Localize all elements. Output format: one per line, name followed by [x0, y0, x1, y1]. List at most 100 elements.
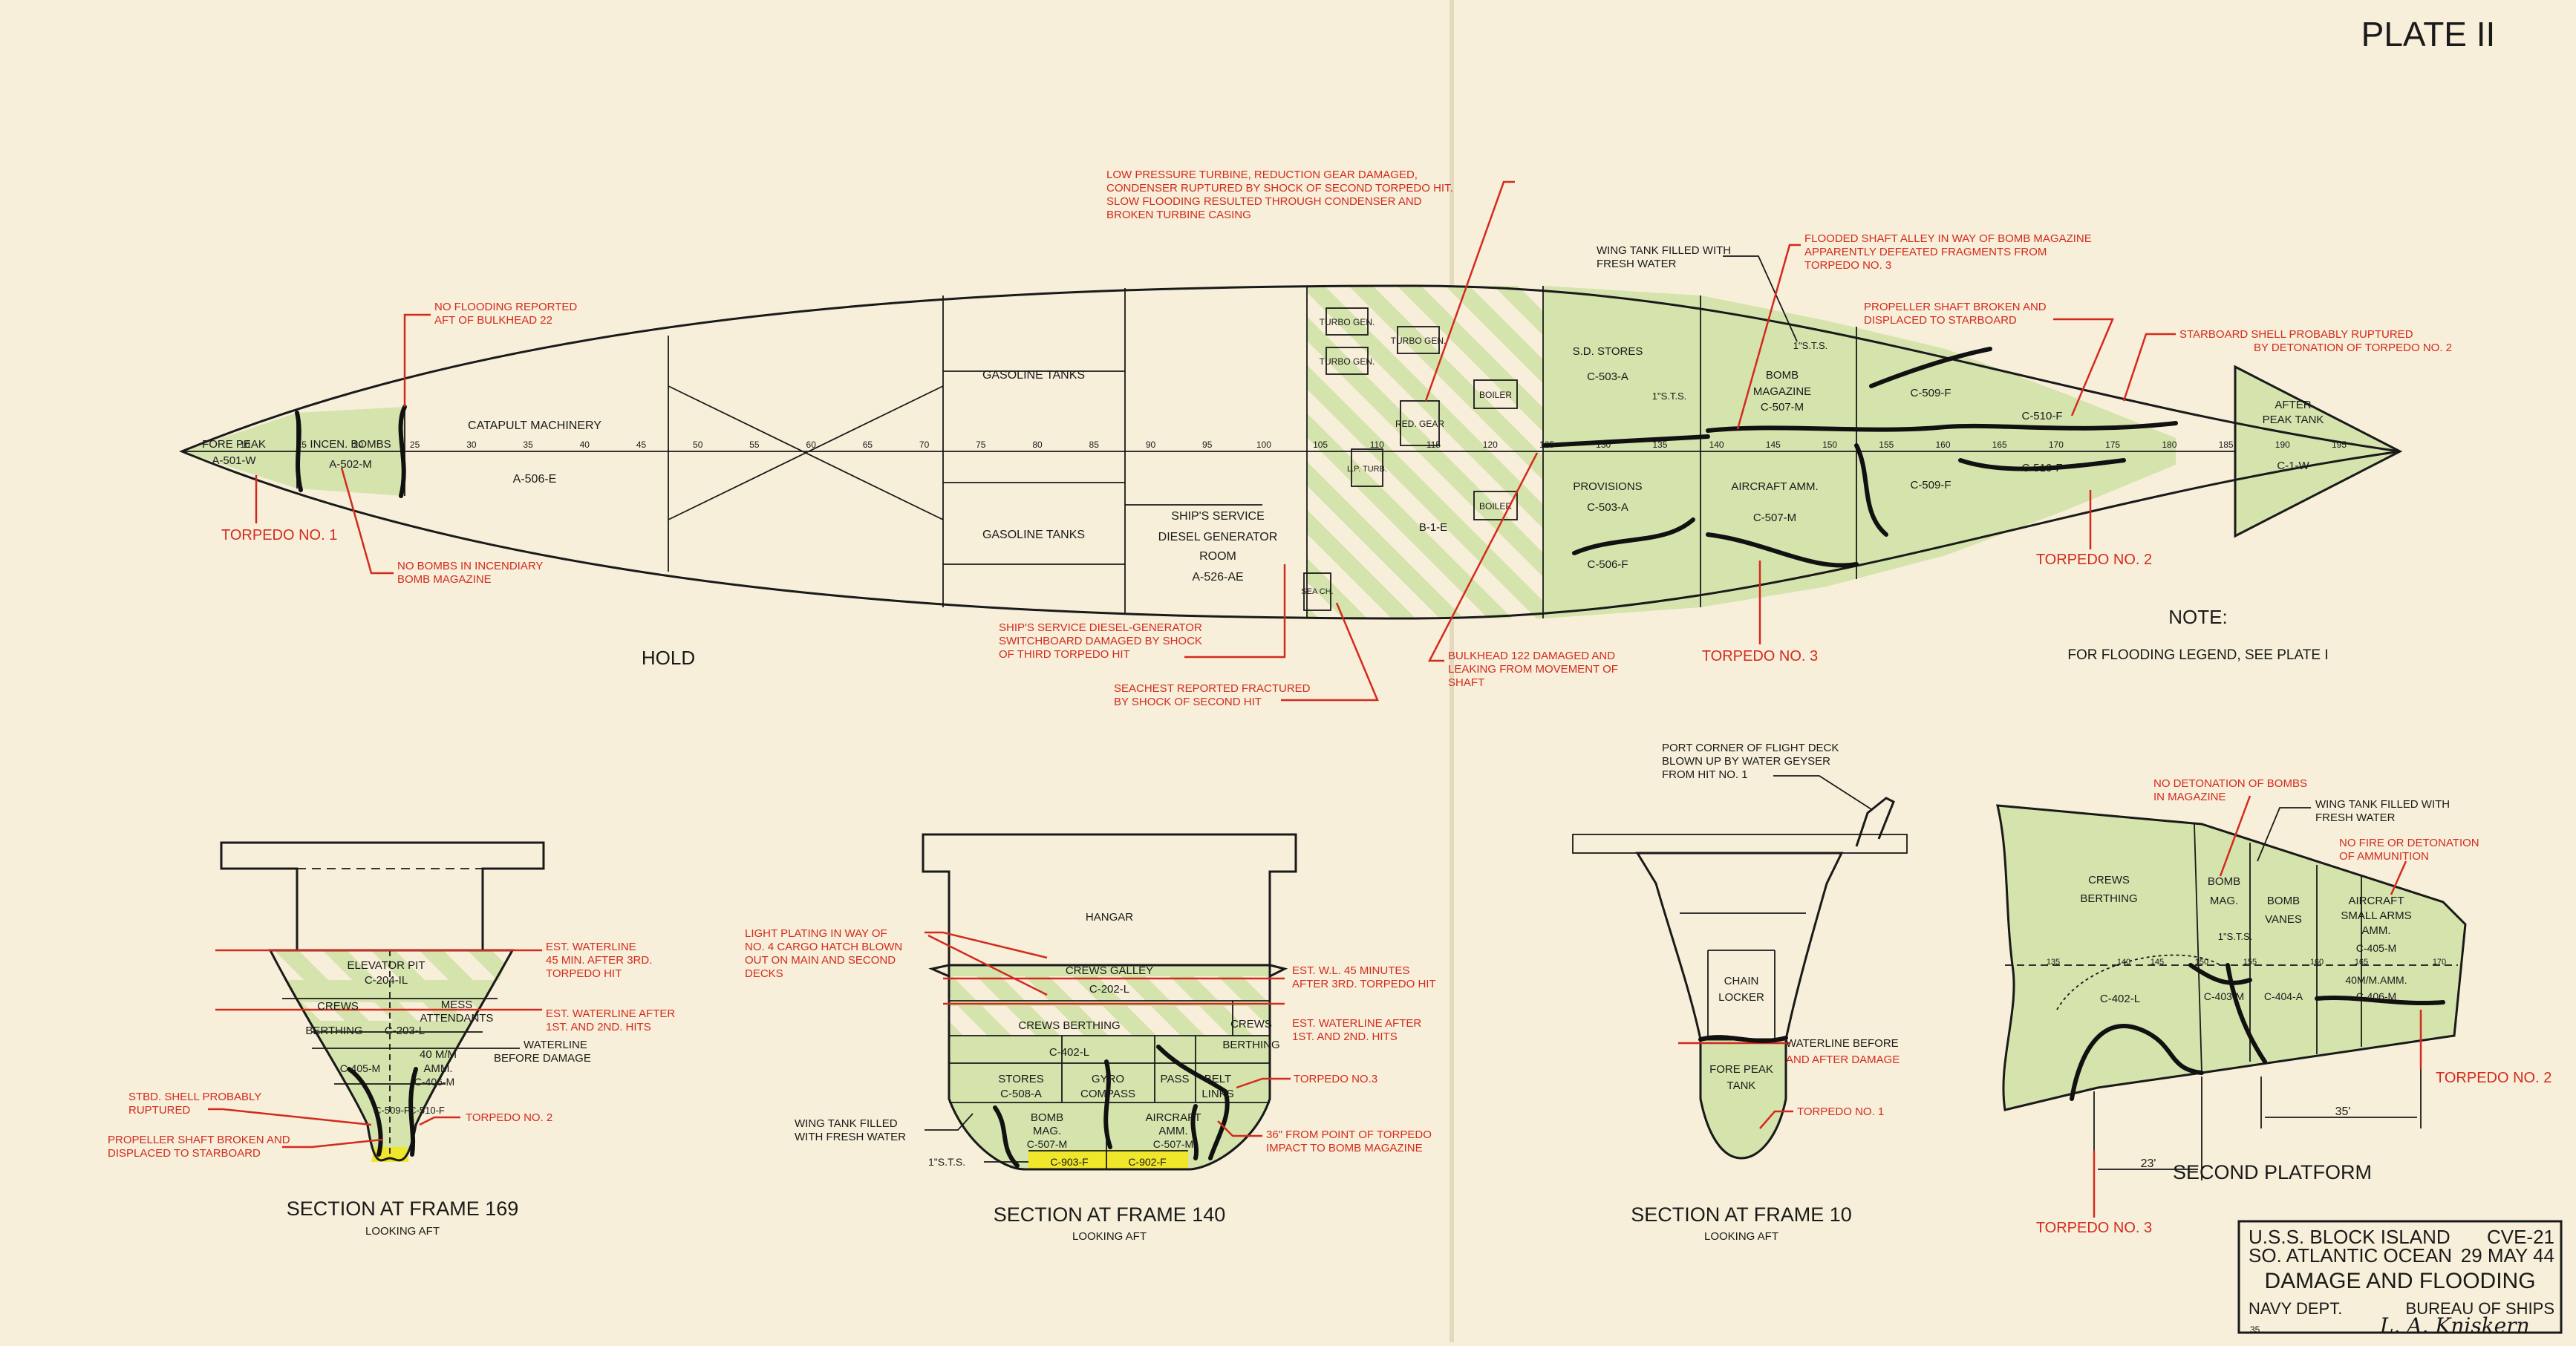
f140-bomb-1: BOMB — [1031, 1111, 1063, 1124]
f169-est-wl-b1: EST. WATERLINE AFTER — [546, 1007, 675, 1020]
provisions-id: C-503-A — [1587, 501, 1628, 514]
tb-date: 29 MAY 44 — [2461, 1244, 2554, 1267]
f10-wl-2: AND AFTER DAMAGE — [1786, 1053, 1900, 1066]
wing-tank-note-1: WING TANK FILLED WITH — [1597, 244, 1731, 257]
f169-berthing: BERTHING — [305, 1025, 362, 1037]
diesel-note-1: SHIP'S SERVICE DIESEL-GENERATOR — [999, 621, 1202, 634]
seachest-note-2: BY SHOCK OF SECOND HIT — [1114, 696, 1262, 708]
gasoline-tanks-top: GASOLINE TANKS — [982, 369, 1085, 382]
frame-number: 160 — [1935, 440, 1950, 450]
f169-est-wl-2: 45 MIN. AFTER 3RD. — [546, 954, 652, 967]
f169-est-wl-3: TORPEDO HIT — [546, 967, 622, 980]
f169-prop-1: PROPELLER SHAFT BROKEN AND — [108, 1134, 290, 1146]
sp-f170: 170 — [2433, 958, 2446, 967]
no-flooding-note-1: NO FLOODING REPORTED — [434, 301, 577, 313]
sp-no-det-1: NO DETONATION OF BOMBS — [2153, 777, 2307, 790]
f10-port-3: FROM HIT NO. 1 — [1662, 768, 1748, 781]
provisions-label: PROVISIONS — [1573, 480, 1642, 493]
f140-light-2: NO. 4 CARGO HATCH BLOWN — [745, 941, 902, 953]
frame-number: 185 — [2219, 440, 2234, 450]
incen-bombs-id: A-502-M — [329, 458, 372, 471]
f140-belt-2: LINKS — [1201, 1088, 1233, 1100]
sp-dim-35: 35' — [2335, 1105, 2351, 1118]
frame-number: 110 — [1370, 440, 1384, 450]
sp-wing-2: FRESH WATER — [2315, 811, 2396, 824]
f169-stbd-2: RUPTURED — [128, 1104, 191, 1117]
diesel-room-l1: SHIP'S SERVICE — [1171, 510, 1264, 523]
aircraft-amm-label: AIRCRAFT AMM. — [1731, 480, 1818, 493]
frame-number: 180 — [2162, 440, 2176, 450]
bomb-magazine-l1: BOMB — [1766, 369, 1799, 382]
f10-subtitle: LOOKING AFT — [1704, 1230, 1778, 1243]
frame-number: 80 — [1032, 440, 1043, 450]
f140-hangar: HANGAR — [1086, 911, 1133, 924]
torpedo-2-label: TORPEDO NO. 2 — [2036, 552, 2152, 568]
frame-number: 45 — [636, 440, 647, 450]
f140-light-1: LIGHT PLATING IN WAY OF — [745, 927, 887, 940]
frame-number: 50 — [693, 440, 703, 450]
catapult-id: A-506-E — [513, 473, 557, 486]
diesel-room-id: A-526-AE — [1192, 571, 1243, 584]
elevator-pit: ELEVATOR PIT — [347, 959, 425, 972]
frame-number: 75 — [976, 440, 986, 450]
f140-est-1: EST. W.L. 45 MINUTES — [1292, 964, 1409, 977]
lp-note-3: SLOW FLOODING RESULTED THROUGH CONDENSER… — [1106, 195, 1422, 208]
sp-no-det-2: IN MAGAZINE — [2153, 791, 2226, 803]
f140-est-b1: EST. WATERLINE AFTER — [1292, 1017, 1421, 1030]
sp-dim-23: 23' — [2141, 1157, 2156, 1170]
no-bombs-note-1: NO BOMBS IN INCENDIARY — [397, 560, 543, 572]
f10-chain-2: LOCKER — [1718, 991, 1764, 1004]
f10-wl-1: WATERLINE BEFORE — [1786, 1037, 1899, 1050]
title-block: U.S.S. BLOCK ISLAND CVE-21 SO. ATLANTIC … — [2237, 1220, 2563, 1338]
frame-number: 90 — [1146, 440, 1156, 450]
f10-fore-1: FORE PEAK — [1709, 1063, 1773, 1076]
sp-vanes-2: VANES — [2265, 913, 2302, 926]
frame-number: 190 — [2275, 440, 2290, 450]
f140-est-b2: 1ST. AND 2ND. HITS — [1292, 1030, 1398, 1043]
section-frame-140: HANGAR CREWS GALLEY C-202-L CREWS BERTHI… — [745, 833, 1436, 1243]
f140-air-id: C-507-M — [1153, 1138, 1193, 1150]
f169-amm-1: 40 M/M — [420, 1048, 457, 1061]
sp-air-1: AIRCRAFT — [2349, 895, 2404, 907]
f140-c202: C-202-L — [1089, 983, 1129, 996]
f140-crews-berthing: CREWS BERTHING — [1018, 1019, 1120, 1032]
f140-c508: C-508-A — [1000, 1088, 1042, 1100]
c510-top: C-510-F — [2021, 410, 2062, 422]
f169-c510: C-510-F — [409, 1105, 445, 1116]
frame-number: 10 — [240, 440, 250, 450]
frame-number: 100 — [1256, 440, 1271, 450]
boiler-1: BOILER — [1479, 390, 1512, 400]
frame-number: 65 — [863, 440, 873, 450]
turbo-gen-3: TURBO GEN. — [1391, 336, 1447, 346]
sp-f160: 160 — [2310, 958, 2324, 967]
sp-f155: 155 — [2243, 958, 2257, 967]
section-frame-169: ELEVATOR PIT C-204-IL CREWS BERTHING MES… — [108, 841, 675, 1238]
sp-vanes-1: BOMB — [2267, 895, 2300, 907]
frame-number: 25 — [410, 440, 420, 450]
f140-title: SECTION AT FRAME 140 — [994, 1203, 1226, 1226]
frame-number: 175 — [2105, 440, 2120, 450]
tb-hull: CVE-21 — [2487, 1226, 2554, 1248]
red-gear: RED. GEAR — [1395, 419, 1444, 429]
sp-no-fire-1: NO FIRE OR DETONATION — [2339, 837, 2479, 849]
f169-title: SECTION AT FRAME 169 — [287, 1198, 519, 1220]
sp-f165: 165 — [2355, 958, 2368, 967]
sp-c402: C-402-L — [2100, 993, 2140, 1005]
engine-room-id: B-1-E — [1419, 521, 1447, 534]
c509-bottom: C-509-F — [1910, 479, 1951, 491]
f169-torpedo: TORPEDO NO. 2 — [466, 1111, 552, 1124]
hold-annotations: NO FLOODING REPORTED AFT OF BULKHEAD 22 … — [221, 169, 2452, 708]
bulkhead-note-3: SHAFT — [1448, 676, 1484, 689]
f10-port-2: BLOWN UP BY WATER GEYSER — [1662, 755, 1830, 768]
sp-air-3: AMM. — [2361, 924, 2390, 937]
f169-prop-2: DISPLACED TO STARBOARD — [108, 1147, 261, 1160]
frame-number: 170 — [2049, 440, 2064, 450]
sd-stores-id: C-503-A — [1587, 370, 1628, 383]
propeller-note-2: DISPLACED TO STARBOARD — [1864, 314, 2017, 327]
fore-peak-id: A-501-W — [212, 454, 256, 467]
tb-small-mark: 35 — [2250, 1324, 2260, 1335]
frame-number: 30 — [466, 440, 477, 450]
